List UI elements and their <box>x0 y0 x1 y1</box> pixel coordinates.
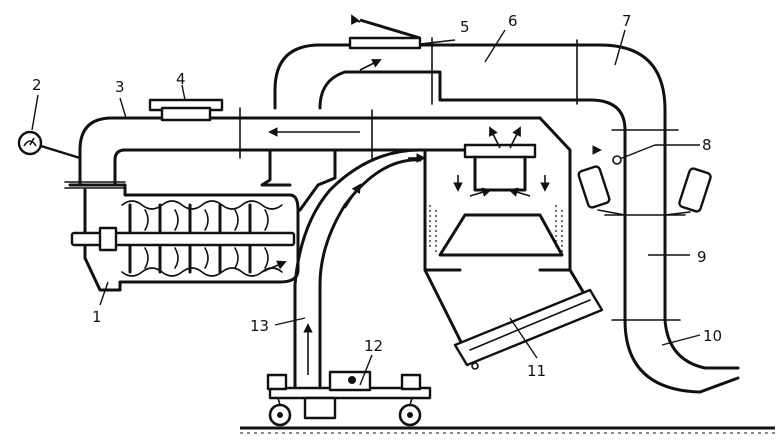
vertical-riser <box>577 129 740 394</box>
discharge-chute <box>423 268 604 370</box>
label-6: 6 <box>508 12 518 30</box>
label-4: 4 <box>176 70 186 88</box>
rotor <box>121 200 283 277</box>
top-duct <box>273 37 667 322</box>
leader-lines <box>31 29 701 386</box>
label-8: 8 <box>702 136 712 154</box>
mill-housing <box>64 181 300 292</box>
label-10: 10 <box>703 327 722 345</box>
separator-chamber <box>423 116 572 272</box>
return-pipe <box>293 148 426 397</box>
pressure-gauge-icon <box>17 130 81 160</box>
hatch-lid <box>348 14 422 50</box>
label-7: 7 <box>622 12 632 30</box>
label-12: 12 <box>364 337 383 355</box>
label-1: 1 <box>92 308 102 326</box>
upper-return-duct <box>78 107 542 187</box>
label-9: 9 <box>697 248 707 266</box>
motor-left <box>577 165 626 216</box>
cart <box>266 370 432 427</box>
motor-right <box>664 167 712 216</box>
label-13: 13 <box>250 317 269 335</box>
label-2: 2 <box>32 76 42 94</box>
label-5: 5 <box>460 18 470 36</box>
label-11: 11 <box>527 362 546 380</box>
inlet-neck <box>160 106 212 122</box>
ground <box>240 426 775 434</box>
mill-feed-chute <box>260 148 337 212</box>
label-3: 3 <box>115 78 125 96</box>
